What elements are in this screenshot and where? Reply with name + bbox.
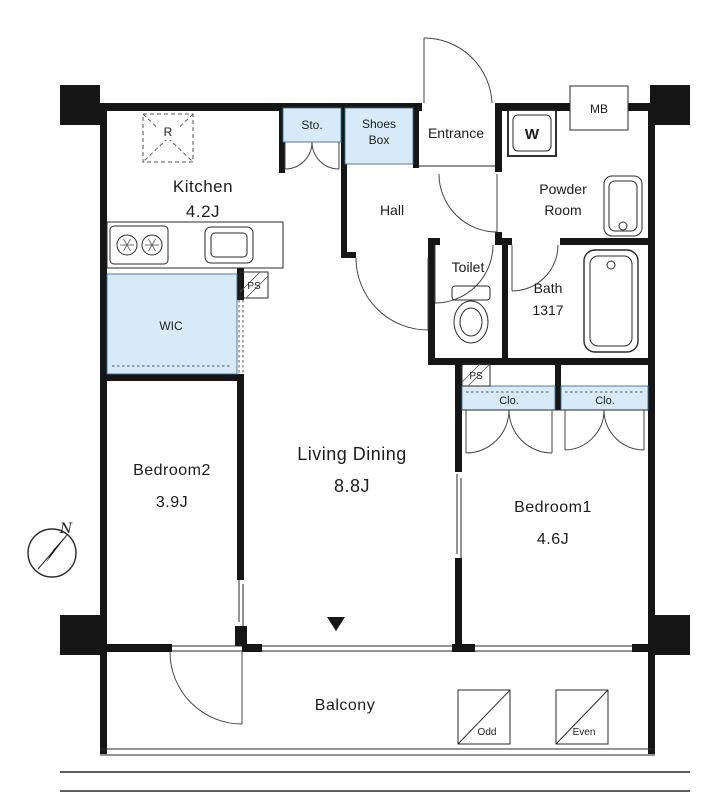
washing-machine-label: W bbox=[525, 126, 540, 143]
labels: Kitchen 4.2J WIC Bedroom2 3.9J Living Di… bbox=[59, 102, 615, 738]
powder-room-door bbox=[438, 173, 498, 233]
exterior-walls bbox=[100, 103, 655, 754]
pipe-space-kitchen-box bbox=[239, 271, 269, 299]
interior-walls bbox=[107, 103, 648, 646]
balcony-door bbox=[169, 651, 243, 725]
kitchen-counter bbox=[106, 221, 284, 269]
pipe-space-bath-box bbox=[461, 363, 491, 387]
triangle-marker bbox=[327, 617, 345, 631]
ground-lines bbox=[60, 771, 690, 792]
hall-door bbox=[355, 257, 429, 331]
entrance-door bbox=[423, 37, 493, 104]
closet-left-doors bbox=[465, 409, 553, 454]
hatch-odd-box bbox=[457, 689, 511, 745]
washing-machine-box bbox=[507, 109, 557, 157]
pipe-space-bath-label: PS bbox=[469, 371, 483, 382]
shoes-box bbox=[344, 107, 414, 165]
toilet-label: Toilet bbox=[452, 259, 485, 275]
kitchen-sink-icon bbox=[204, 226, 254, 264]
meter-box-label: MB bbox=[590, 102, 608, 116]
wic-label: WIC bbox=[159, 319, 183, 333]
hall-label: Hall bbox=[380, 202, 404, 218]
pillars bbox=[60, 85, 690, 655]
closet-left-label: Clo. bbox=[499, 395, 519, 407]
fixtures bbox=[27, 85, 643, 745]
storage-areas bbox=[106, 107, 649, 411]
refrigerator-label: R bbox=[164, 125, 173, 139]
powder-room-label-2: Room bbox=[544, 202, 581, 218]
hatch-even-label: Even bbox=[573, 727, 596, 738]
closet-right-box bbox=[560, 385, 649, 411]
kitchen-label: Kitchen bbox=[173, 177, 233, 196]
bedroom1-sliding-door bbox=[456, 474, 462, 558]
storage-label: Sto. bbox=[301, 118, 322, 132]
shoes-box-label-2: Box bbox=[369, 133, 390, 147]
storage-closet bbox=[282, 107, 342, 143]
shoes-box-label-1: Shoes bbox=[362, 117, 396, 131]
bedroom2-sliding-door bbox=[238, 580, 244, 626]
living-dining-size: 8.8J bbox=[334, 476, 370, 496]
entrance-label: Entrance bbox=[428, 125, 484, 141]
powder-room-label-1: Powder bbox=[539, 181, 587, 197]
bedroom2-label: Bedroom2 bbox=[133, 462, 211, 479]
compass-north-label: N bbox=[59, 521, 73, 537]
bedroom1-label: Bedroom1 bbox=[514, 499, 592, 516]
bath-door bbox=[511, 244, 559, 292]
balcony-edge bbox=[100, 748, 655, 756]
pipe-space-kitchen-label: PS bbox=[247, 281, 261, 292]
bath-label: Bath bbox=[534, 280, 563, 296]
hatch-even-box bbox=[555, 689, 609, 745]
meter-box bbox=[569, 85, 629, 131]
bath-size: 1317 bbox=[532, 302, 563, 318]
vanity-icon bbox=[603, 175, 643, 237]
north-arrow bbox=[45, 535, 67, 564]
closet-left-box bbox=[461, 385, 556, 411]
windows bbox=[172, 645, 632, 652]
storage-double-doors bbox=[284, 141, 340, 170]
balcony-label: Balcony bbox=[315, 697, 375, 714]
stove-icon bbox=[109, 225, 169, 265]
hatch-odd-label: Odd bbox=[478, 727, 497, 738]
closet-right-label: Clo. bbox=[595, 395, 615, 407]
closet-right-doors bbox=[564, 409, 645, 451]
kitchen-size: 4.2J bbox=[186, 202, 220, 221]
bathtub-icon bbox=[583, 249, 639, 353]
compass-icon bbox=[27, 528, 77, 578]
wic-folding-door bbox=[238, 300, 244, 374]
bedroom2-size: 3.9J bbox=[156, 494, 188, 511]
refrigerator-space bbox=[142, 113, 194, 163]
doors bbox=[169, 37, 645, 725]
toilet-icon bbox=[451, 285, 491, 344]
walk-in-closet bbox=[106, 273, 238, 375]
living-dining-label: Living Dining bbox=[297, 444, 407, 464]
bedroom1-size: 4.6J bbox=[537, 531, 569, 548]
